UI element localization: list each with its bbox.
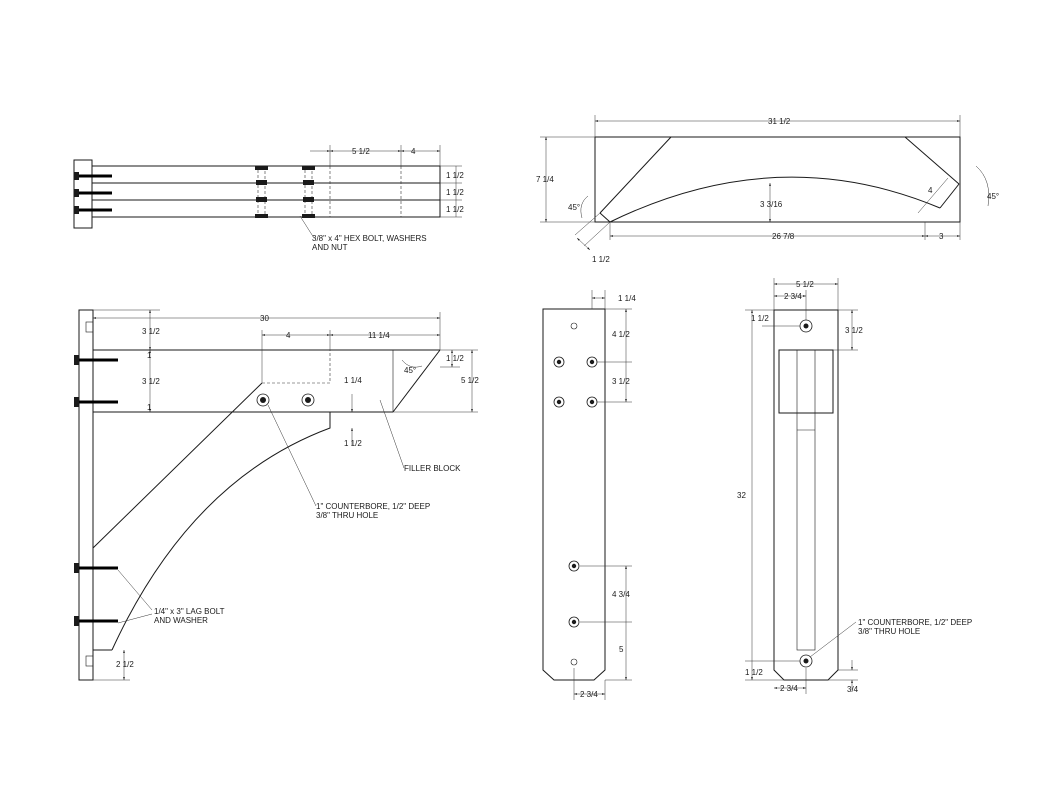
dim-end-3-1-2: 3 1/2: [845, 326, 863, 335]
lag-bolt-icon: [74, 321, 118, 667]
dim-end-1-1-2-top: 1 1/2: [751, 314, 769, 323]
dim-arch-angle-right: 45°: [987, 192, 999, 201]
dim-side-2-1-2: 2 1/2: [116, 660, 134, 669]
filler-block-note: FILLER BLOCK: [404, 464, 461, 473]
side-view: 30 3 1/2 4 11 1/4 1 3 1/2 1 1 1/2 5 1/2 …: [74, 309, 479, 681]
counterbore-note-1: 1" COUNTERBORE, 1/2" DEEP: [316, 502, 430, 511]
end-counterbore-note-1: 1" COUNTERBORE, 1/2" DEEP: [858, 618, 972, 627]
post-view: 1 1/4 4 1/2 3 1/2 4 3/4 5 2 3/4: [542, 290, 636, 700]
dim-top-5-1-2: 5 1/2: [352, 147, 370, 156]
dim-side-right-1-1-2: 1 1/2: [446, 354, 464, 363]
dim-post-1-1-4: 1 1/4: [618, 294, 636, 303]
lag-bolt-note-1: 1/4" x 3" LAG BOLT: [154, 607, 225, 616]
hex-bolt-icon: [255, 166, 315, 218]
dim-side-1-1-2-lower: 1 1/2: [344, 439, 362, 448]
dim-post-4-1-2: 4 1/2: [612, 330, 630, 339]
pilot-hole-icon: [570, 322, 578, 666]
dim-end-2-3-4-top: 2 3/4: [784, 292, 802, 301]
counterbore-hole-icon: [256, 393, 315, 407]
arch-view: 31 1/2 7 1/4 45° 4 3 3/16 45° 26 7/8 3 1…: [536, 115, 999, 264]
dim-end-2-3-4-bottom: 2 3/4: [780, 684, 798, 693]
counterbore-hole-icon: [553, 356, 598, 628]
end-counterbore-note-2: 3/8" THRU HOLE: [858, 627, 920, 636]
counterbore-note-2: 3/8" THRU HOLE: [316, 511, 378, 520]
dim-side-45: 45°: [404, 366, 416, 375]
lag-bolt-icon: [74, 172, 112, 214]
dim-top-4: 4: [411, 147, 416, 156]
dim-end-3-4: 3/4: [847, 685, 859, 694]
dim-arch-end-3: 3: [939, 232, 944, 241]
dim-end-1-1-2-bottom: 1 1/2: [745, 668, 763, 677]
dim-side-4: 4: [286, 331, 291, 340]
dim-arch-cut-4: 4: [928, 186, 933, 195]
dim-side-1-top: 1: [147, 351, 152, 360]
dim-side-1-1-4: 1 1/4: [344, 376, 362, 385]
dim-side-11-1-4: 11 1/4: [368, 331, 390, 340]
dim-top-board-1: 1 1/2: [446, 171, 464, 180]
dim-top-board-2: 1 1/2: [446, 188, 464, 197]
dim-arch-span: 26 7/8: [772, 232, 795, 241]
dim-end-32: 32: [737, 491, 746, 500]
dim-arch-length: 31 1/2: [768, 117, 791, 126]
lag-bolt-note-2: AND WASHER: [154, 616, 208, 625]
dim-side-30: 30: [260, 314, 269, 323]
dim-arch-angle-left: 45°: [568, 203, 580, 212]
hex-bolt-note-2: AND NUT: [312, 243, 348, 252]
dim-arch-bottom-1-1-2: 1 1/2: [592, 255, 610, 264]
dim-side-1-bottom: 1: [147, 403, 152, 412]
top-view: 5 1/2 4 1 1/2 1 1/2 1 1/2 3/8" x 4" HEX …: [73, 145, 464, 252]
dim-post-5: 5: [619, 645, 624, 654]
dim-post-3-1-2: 3 1/2: [612, 377, 630, 386]
dim-top-board-3: 1 1/2: [446, 205, 464, 214]
hex-bolt-note-1: 3/8" x 4" HEX BOLT, WASHERS: [312, 234, 427, 243]
counterbore-hole-icon: [799, 319, 813, 668]
dim-arch-rise: 3 3/16: [760, 200, 783, 209]
dim-side-top-3-1-2: 3 1/2: [142, 327, 160, 336]
dim-side-5-1-2: 5 1/2: [461, 376, 479, 385]
dim-end-5-1-2: 5 1/2: [796, 280, 814, 289]
dim-post-2-3-4: 2 3/4: [580, 690, 598, 699]
dim-arch-height: 7 1/4: [536, 175, 554, 184]
dim-side-3-1-2-mid: 3 1/2: [142, 377, 160, 386]
dim-post-4-3-4: 4 3/4: [612, 590, 630, 599]
end-view: 5 1/2 2 3/4 1 1/2 32 3 1/2 1 1/2 2 3/4 3…: [737, 278, 972, 694]
